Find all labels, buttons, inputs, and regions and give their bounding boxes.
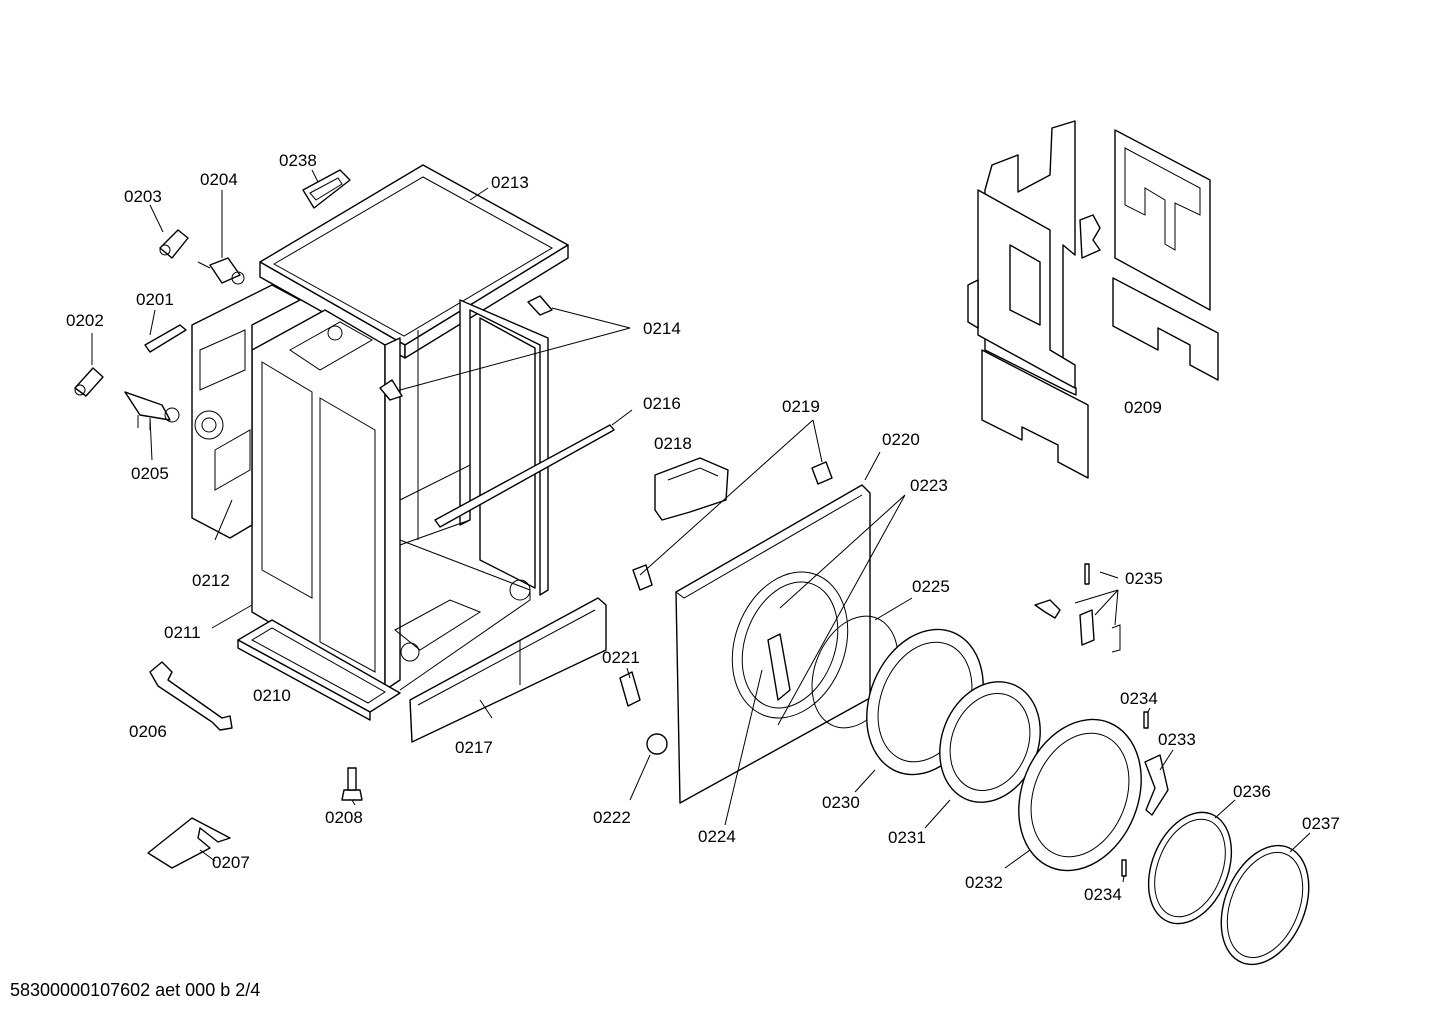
- part-0218-door-lock: [654, 457, 729, 521]
- part-0207-shim: [147, 817, 231, 869]
- label-0211: 0211: [164, 623, 201, 642]
- part-0222-knob: [646, 733, 668, 755]
- part-0213-top-cover: [259, 164, 569, 359]
- label-0205: 0205: [131, 464, 169, 483]
- label-0220: 0220: [882, 430, 920, 449]
- label-0235: 0235: [1125, 569, 1163, 588]
- part-0202-valve-cap: [74, 367, 104, 397]
- part-0238-handle: [302, 169, 351, 209]
- part-0237-ring: [1220, 844, 1310, 966]
- part-0210-base: [237, 619, 401, 721]
- label-0206: 0206: [129, 722, 167, 741]
- label-0202: 0202: [66, 311, 104, 330]
- label-0233: 0233: [1158, 730, 1196, 749]
- label-0214: 0214: [643, 319, 681, 338]
- drawing-reference-footer: 58300000107602 aet 000 b 2/4: [10, 980, 261, 1000]
- label-0208: 0208: [325, 808, 363, 827]
- label-0203: 0203: [124, 187, 162, 206]
- label-0212: 0212: [192, 571, 230, 590]
- part-0204-valve: [197, 257, 245, 285]
- label-0230: 0230: [822, 793, 860, 812]
- label-0218: 0218: [654, 434, 692, 453]
- label-0210: 0210: [253, 686, 291, 705]
- part-0221-switch: [619, 671, 641, 707]
- label-0207: 0207: [212, 853, 250, 872]
- part-0214-clips: [379, 295, 553, 401]
- part-labels: 0203 0204 0238 0213 0201 0202 0214 0216 …: [66, 151, 1340, 904]
- part-0206-wrench: [149, 661, 233, 731]
- label-0209: 0209: [1124, 398, 1162, 417]
- part-0231-door-glass: [939, 681, 1041, 803]
- part-0205-valve: [124, 391, 180, 430]
- part-0216-brace: [434, 424, 615, 528]
- label-0217: 0217: [455, 738, 493, 757]
- part-0233-handle: [1144, 754, 1169, 816]
- part-0235-hinge-parts: [1034, 563, 1121, 653]
- part-0234-pins: [1121, 711, 1149, 877]
- part-0224-hinge: [767, 633, 791, 701]
- part-0236-ring: [1147, 811, 1233, 925]
- label-0238: 0238: [279, 151, 317, 170]
- label-0219: 0219: [782, 397, 820, 416]
- label-0204: 0204: [200, 170, 238, 189]
- label-0225: 0225: [912, 577, 950, 596]
- label-0236: 0236: [1233, 782, 1271, 801]
- label-0234-bottom: 0234: [1084, 885, 1122, 904]
- label-0213: 0213: [491, 173, 529, 192]
- part-0203-valve-cap: [159, 229, 189, 259]
- label-0237: 0237: [1302, 814, 1340, 833]
- label-0221: 0221: [602, 648, 640, 667]
- part-cabinet-frame: [251, 299, 549, 691]
- part-0212-rear-panel: [191, 284, 301, 539]
- part-0219-clips: [632, 461, 833, 591]
- label-0234-top: 0234: [1120, 689, 1158, 708]
- label-0216: 0216: [643, 394, 681, 413]
- part-0208-foot: [341, 767, 363, 801]
- leader-lines: [91, 169, 1311, 883]
- label-0223: 0223: [910, 476, 948, 495]
- part-0217-detergent-drawer: [409, 597, 607, 743]
- part-0201-bracket: [144, 324, 187, 353]
- label-0224: 0224: [698, 827, 736, 846]
- label-0222: 0222: [593, 808, 631, 827]
- part-0209-insulation-panels: [967, 120, 1219, 479]
- label-0232: 0232: [965, 873, 1003, 892]
- label-0201: 0201: [136, 290, 174, 309]
- label-0231: 0231: [888, 828, 926, 847]
- part-0232-door-ring: [1018, 718, 1142, 872]
